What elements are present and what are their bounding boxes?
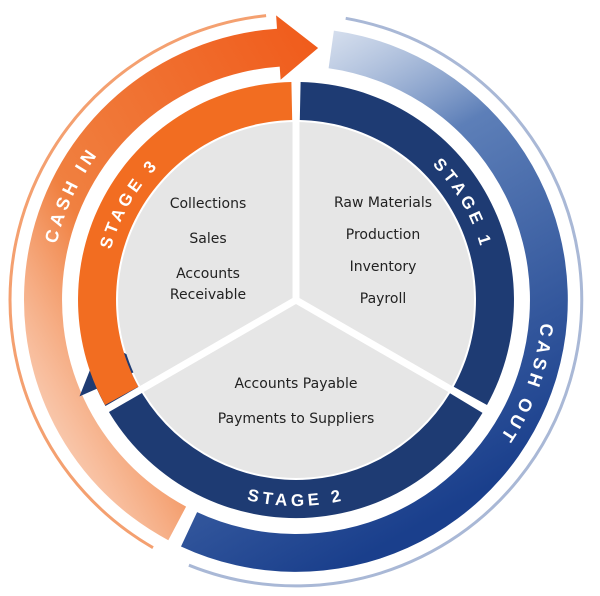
- item-accounts-receivable-line1: Accounts: [176, 266, 240, 282]
- stage-1-items: Raw Materials Production Inventory Payro…: [334, 195, 432, 307]
- cash-in-arrow-band: [23, 15, 319, 541]
- item-payroll: Payroll: [360, 291, 406, 307]
- item-inventory: Inventory: [350, 259, 417, 275]
- item-accounts-receivable-line2: Receivable: [170, 287, 246, 303]
- item-sales: Sales: [189, 231, 226, 247]
- center-dividers: [97, 76, 495, 416]
- stage-3-items: Collections Sales Accounts Receivable: [170, 196, 247, 303]
- stage-1-ring: [299, 82, 514, 405]
- cash-in-outer-rim: [8, 14, 267, 549]
- item-raw-materials: Raw Materials: [334, 195, 432, 211]
- stage-2-ring-arrow: [79, 341, 483, 519]
- item-collections: Collections: [170, 196, 247, 212]
- cash-out-outer-rim: [188, 16, 584, 588]
- stage-3-ring: [78, 82, 293, 405]
- stage-2-items: Accounts Payable Payments to Suppliers: [218, 376, 375, 427]
- item-payments-to-suppliers: Payments to Suppliers: [218, 411, 375, 427]
- item-production: Production: [346, 227, 420, 243]
- item-accounts-payable: Accounts Payable: [235, 376, 358, 392]
